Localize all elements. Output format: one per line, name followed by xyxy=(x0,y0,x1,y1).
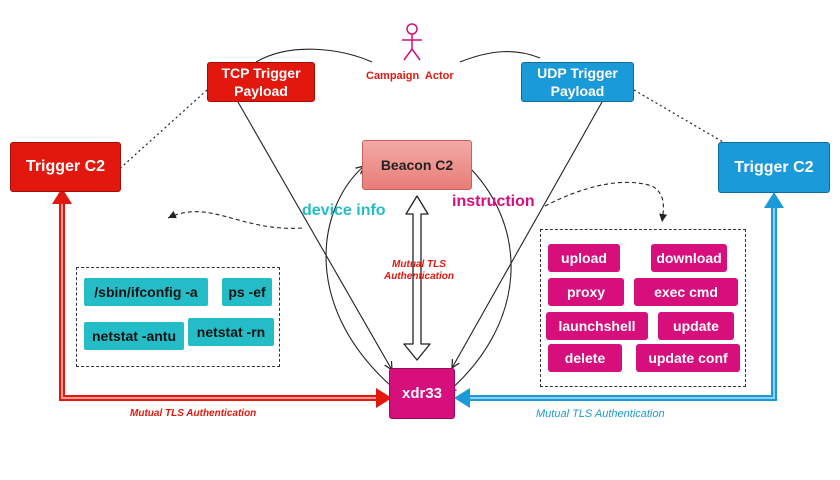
right-mtls-blue-arrowhead-left xyxy=(454,388,470,408)
trigger-c2-left: Trigger C2 xyxy=(10,142,121,192)
cmd-netstat-rn: netstat -rn xyxy=(188,318,274,346)
left-mtls-red-arrowhead-up xyxy=(52,188,72,204)
device-info-label: device info xyxy=(302,202,386,219)
udp-to-trigger-dotted xyxy=(633,89,724,143)
actor-to-udp-curve xyxy=(459,51,541,63)
tcp-to-trigger-dotted xyxy=(115,89,208,173)
beacon-to-xdr-curve xyxy=(448,167,512,392)
trigger-c2-right: Trigger C2 xyxy=(718,142,830,193)
xdr-to-beacon-curve xyxy=(325,166,399,393)
tcp-trigger-payload: TCP Trigger Payload xyxy=(207,62,315,102)
ins-update: update xyxy=(658,312,734,340)
ins-upload: upload xyxy=(548,244,620,272)
mtls-right-label: Mutual TLS Authentication xyxy=(536,408,665,420)
device-commands-frame xyxy=(76,267,280,367)
instruction-label: instruction xyxy=(452,193,535,210)
ins-download: download xyxy=(651,244,727,272)
instruction-dashed-arrow xyxy=(544,181,668,223)
cmd-ifconfig: /sbin/ifconfig -a xyxy=(84,278,208,306)
ins-delete: delete xyxy=(548,344,622,372)
tcp-to-xdr-arrow xyxy=(237,101,392,370)
actor-to-tcp-curve xyxy=(255,48,373,63)
ins-update-conf: update conf xyxy=(636,344,740,372)
cmd-ps: ps -ef xyxy=(222,278,272,306)
mtls-left-label: Mutual TLS Authentication xyxy=(130,408,257,419)
udp-to-xdr-arrow xyxy=(452,101,603,368)
mtls-center-label: Mutual TLS Authentication xyxy=(384,259,454,282)
campaign-actor-icon xyxy=(402,23,422,61)
right-mtls-blue-arrowhead-up xyxy=(764,192,784,208)
instructions-frame xyxy=(540,229,746,387)
left-mtls-red-arrowhead-right xyxy=(376,388,392,408)
device-info-dashed-arrow xyxy=(167,210,303,229)
ins-exec-cmd: exec cmd xyxy=(634,278,738,306)
xdr33-node: xdr33 xyxy=(389,368,455,419)
mtls-double-arrow xyxy=(403,195,431,361)
ins-proxy: proxy xyxy=(548,278,624,306)
ins-launchshell: launchshell xyxy=(546,312,648,340)
cmd-netstat-antu: netstat -antu xyxy=(84,322,184,350)
udp-trigger-payload: UDP Trigger Payload xyxy=(521,62,634,102)
campaign-actor-label: Campaign Actor xyxy=(366,70,454,82)
beacon-c2: Beacon C2 xyxy=(362,140,472,190)
